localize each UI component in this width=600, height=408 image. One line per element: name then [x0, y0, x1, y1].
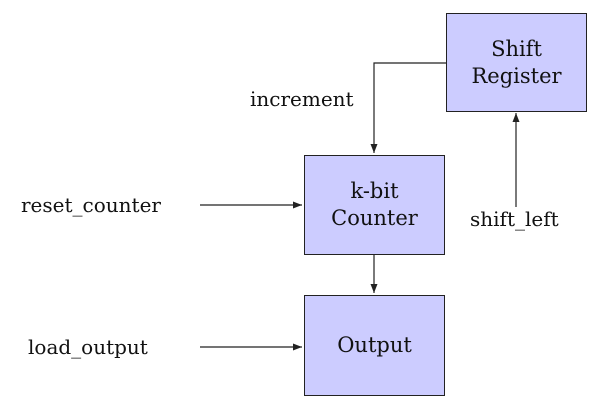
- shift-register-line1: Shift: [491, 36, 542, 61]
- shift-register-block: Shift Register: [446, 13, 587, 112]
- increment-label: increment: [250, 87, 354, 111]
- shift-left-label: shift_left: [470, 207, 559, 231]
- output-label: Output: [337, 333, 412, 357]
- counter-line1: k-bit: [350, 179, 399, 203]
- shift-register-line2: Register: [471, 63, 562, 88]
- counter-block: k-bit Counter: [304, 155, 445, 255]
- reset-counter-label: reset_counter: [21, 193, 161, 217]
- load-output-label: load_output: [28, 335, 148, 359]
- output-block: Output: [304, 295, 445, 396]
- increment-arrow: [370, 62, 446, 153]
- counter-line2: Counter: [331, 206, 418, 230]
